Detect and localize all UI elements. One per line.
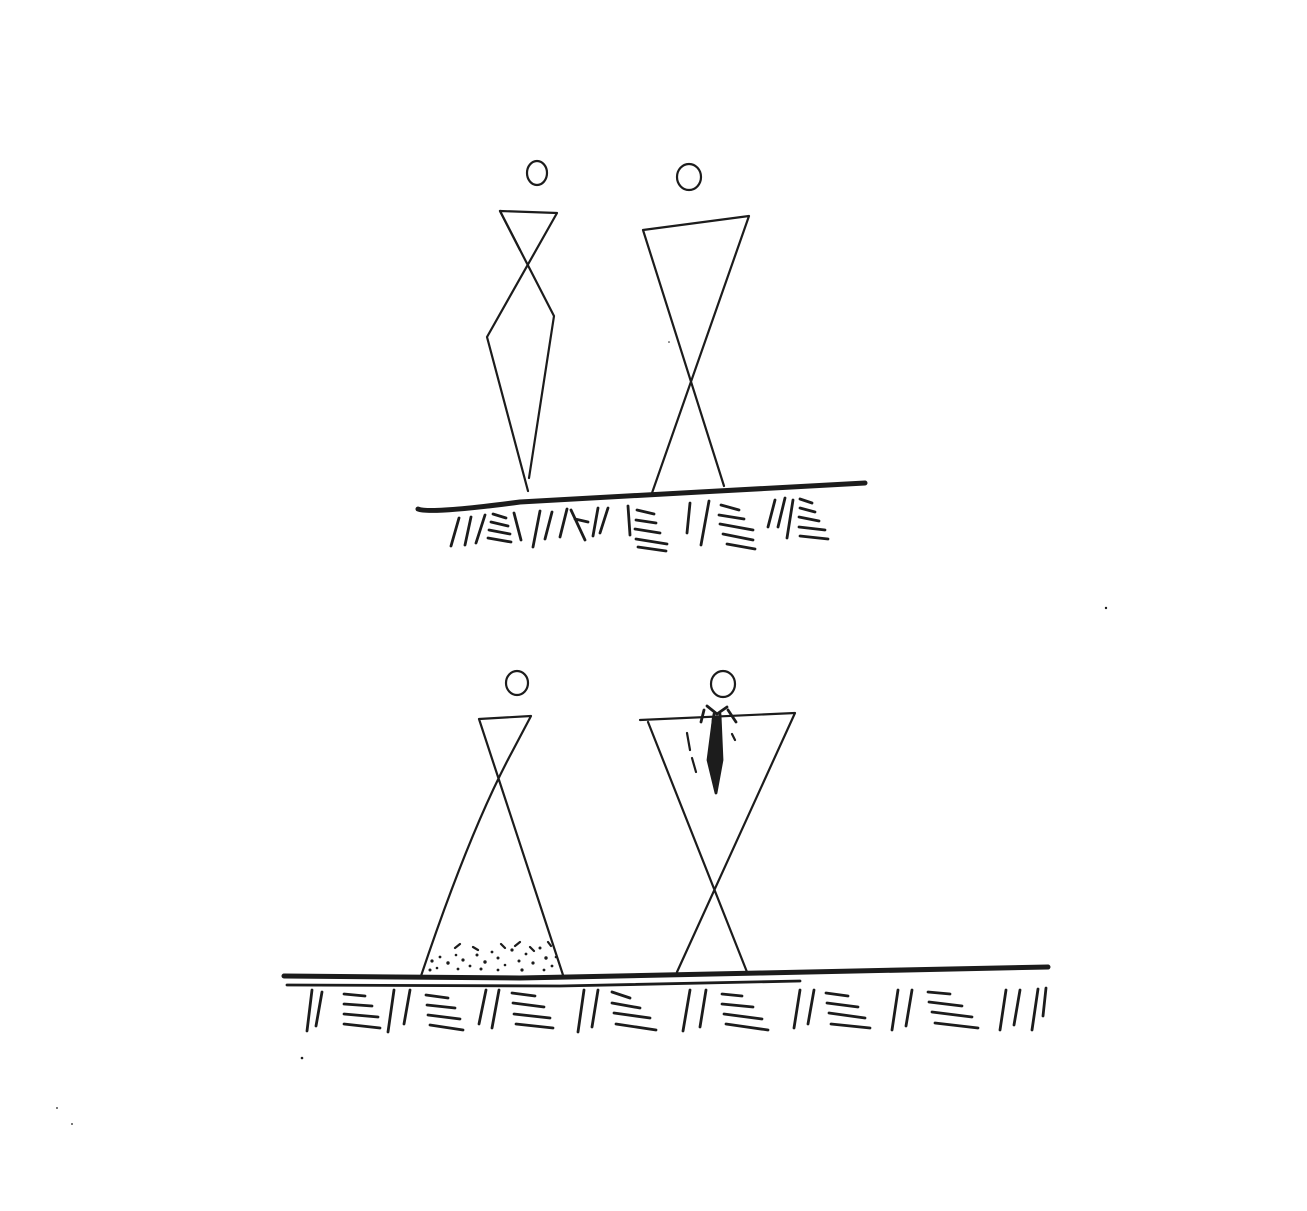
figure-head: [506, 671, 528, 695]
inverted-triangle-suit-figure: [640, 671, 795, 972]
wide-shoulder-hourglass-figure: [643, 164, 749, 493]
ground-hatching: [307, 988, 1046, 1032]
figure-torso: [421, 716, 563, 976]
figure-head: [711, 671, 735, 697]
slender-hourglass-figure: [487, 161, 557, 491]
top-panel: [418, 161, 865, 551]
ground-line-under: [287, 981, 800, 986]
hem-strokes: [455, 942, 551, 951]
hem-texture: [429, 947, 558, 972]
ground-line: [418, 483, 865, 510]
figure-waist-cross: [500, 211, 520, 250]
figure-torso: [643, 216, 749, 493]
ground-line: [284, 967, 1048, 978]
cone-dress-figure: [421, 671, 563, 976]
bottom-panel: [284, 671, 1048, 1032]
figure-head: [677, 164, 701, 190]
figure-head: [527, 161, 547, 185]
figure-torso: [487, 211, 557, 491]
